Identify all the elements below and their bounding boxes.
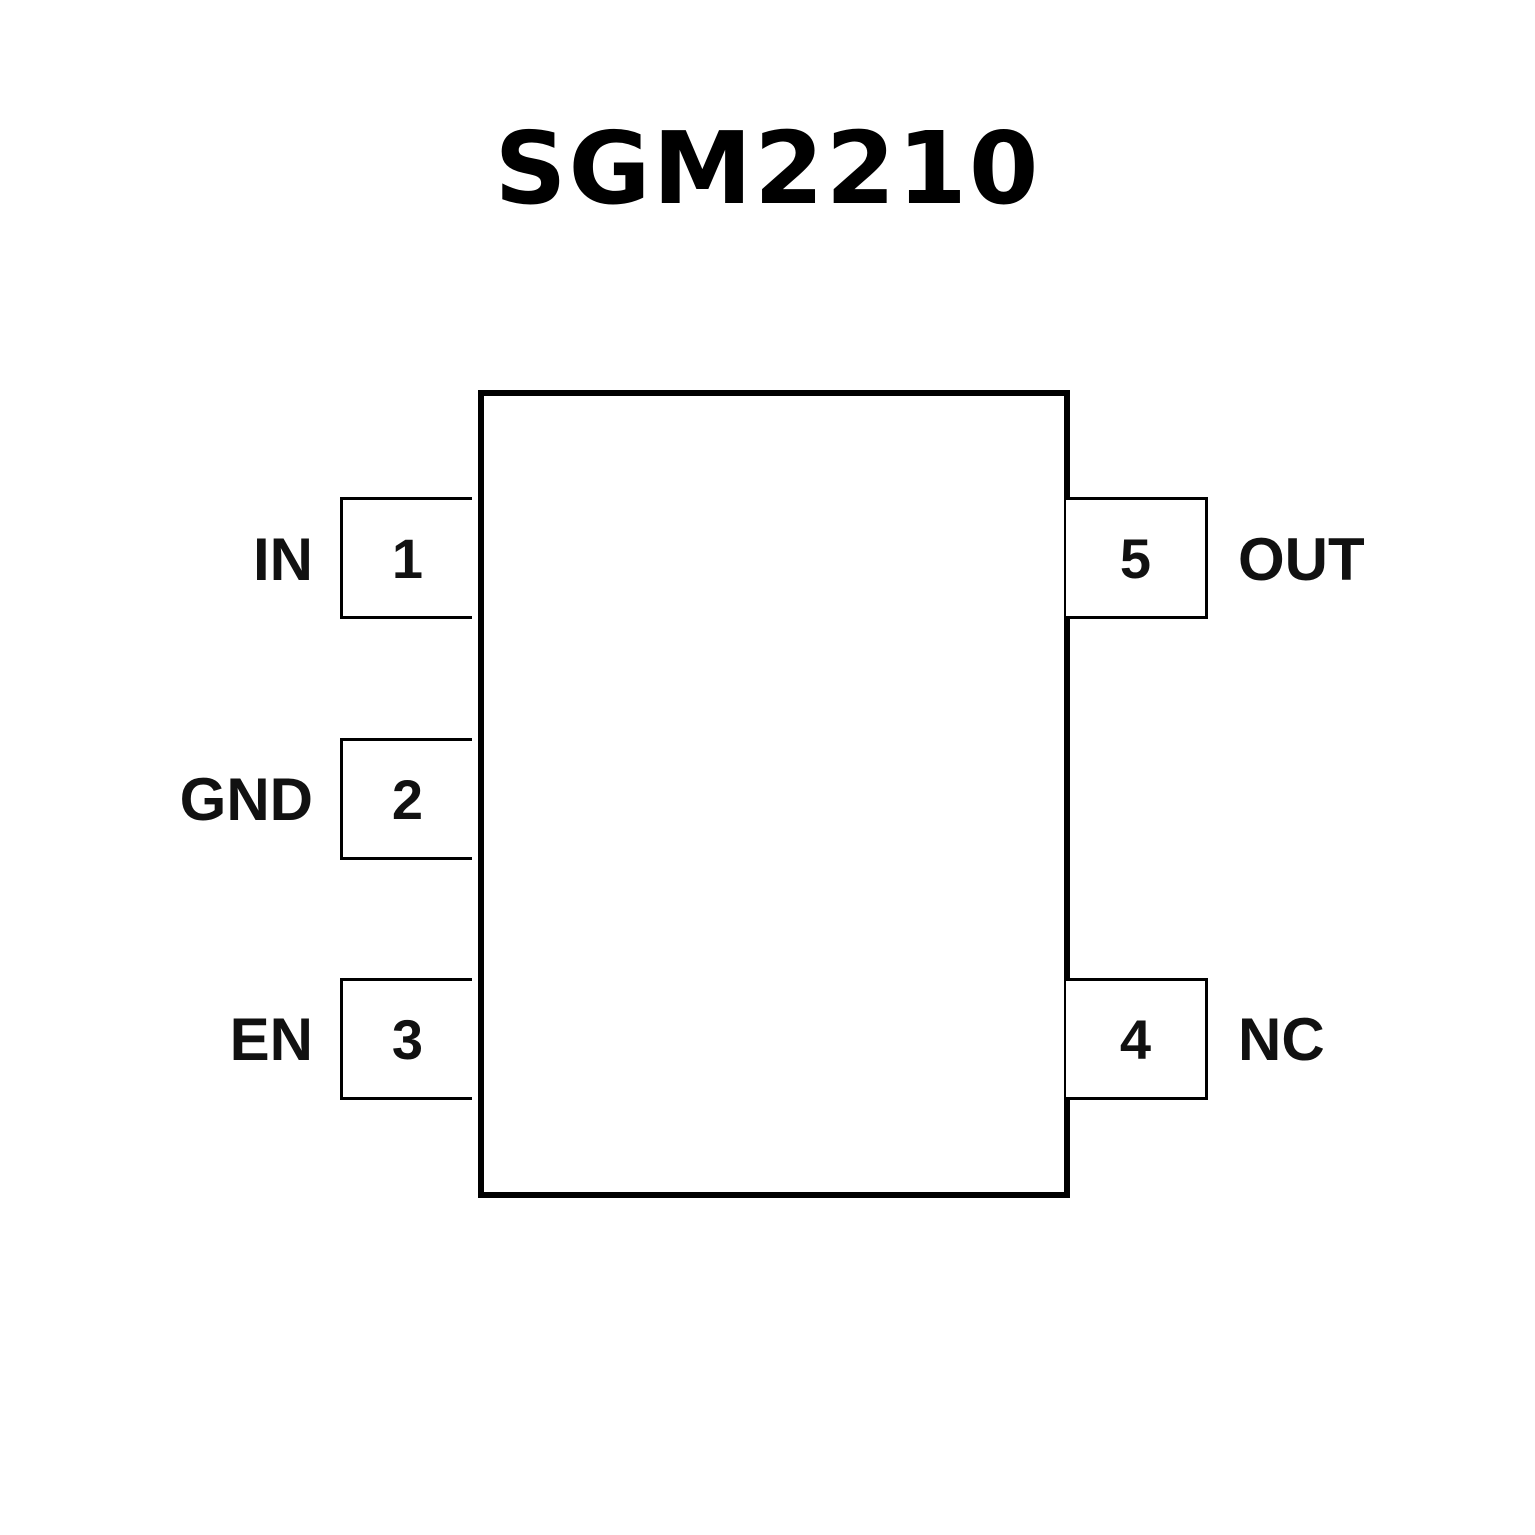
pin-4-label: NC	[1238, 1006, 1325, 1073]
package-body	[478, 390, 1070, 1198]
pin-2-label: GND	[179, 766, 313, 833]
pin-3-label: EN	[229, 1006, 313, 1073]
pin-3: 3	[340, 978, 472, 1100]
chip-title: SGM2210	[494, 110, 1041, 227]
pin-5-label: OUT	[1238, 526, 1365, 593]
pin-2: 2	[340, 738, 472, 860]
pin-1-label: IN	[253, 526, 313, 593]
pin-1: 1	[340, 497, 472, 619]
pin-4: 4	[1066, 978, 1208, 1100]
pin-5: 5	[1066, 497, 1208, 619]
